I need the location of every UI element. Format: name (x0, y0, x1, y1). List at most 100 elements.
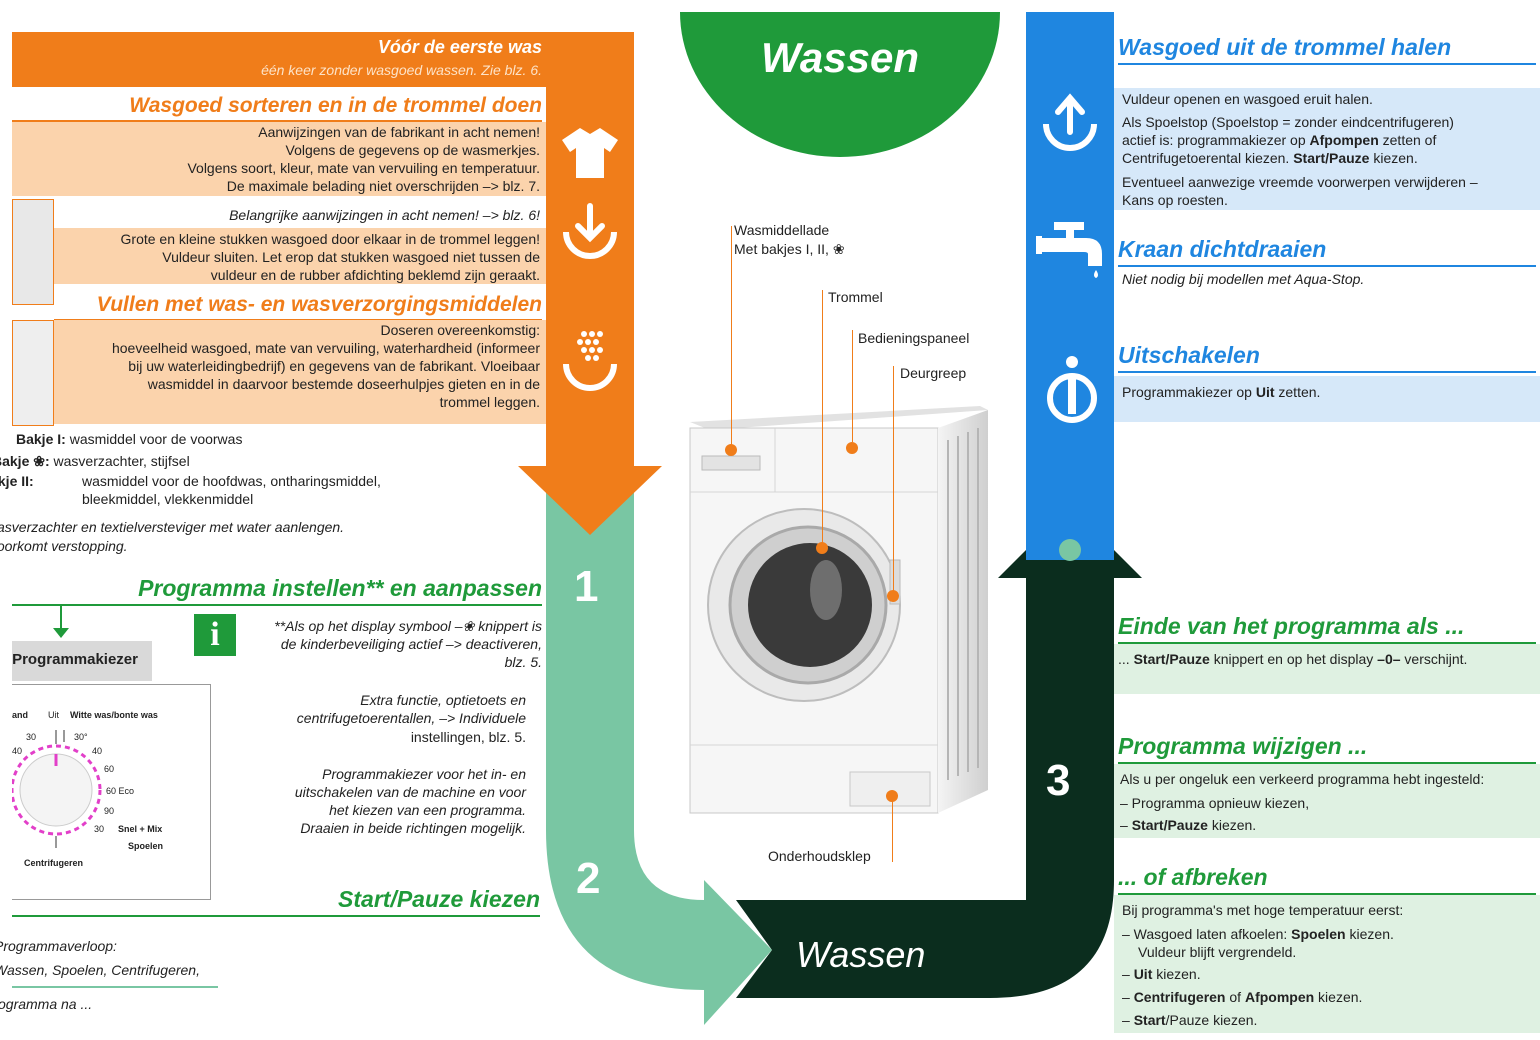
callout-drum: Trommel (828, 289, 883, 305)
remove-p2b-bold: Afpompen (1309, 132, 1379, 148)
callout-drawer: Wasmiddellade (734, 222, 830, 238)
compartment-1: Bakje I: wasmiddel voor de voorwas (16, 431, 242, 448)
download-arrow-icon (563, 203, 617, 259)
drawer-image (12, 320, 54, 426)
change-line-3-bold: Start/Pauze (1131, 817, 1208, 833)
compartment-2-label: Bakje ❀: (0, 453, 50, 469)
abort-line-1: Bij programma's met hoge temperatuur eer… (1122, 902, 1404, 918)
info-note-1: **Als op het display symbool –❀ knippert… (274, 618, 542, 634)
remove-p2b: actief is: programmakiezer op Afpompen z… (1122, 132, 1436, 149)
selector-label: Programmakiezer (12, 651, 138, 668)
extra-1: Extra functie, optietoets en (360, 692, 526, 708)
dial-40b: 40 (92, 746, 103, 756)
dial-40a: 40 (12, 746, 23, 756)
change-line-2: – Programma opnieuw kiezen, (1120, 795, 1310, 811)
wassen-bottom-label: Wassen (796, 934, 926, 975)
callout-handle-line (893, 366, 894, 594)
program-connector-head (53, 628, 69, 638)
sort-band (12, 122, 546, 196)
sort-note: Belangrijke aanwijzingen in acht nemen! … (229, 207, 540, 223)
info-note-2: de kinderbeveiliging actief –> deactiver… (280, 636, 542, 652)
abort-line-3: Vuldeur blijft vergrendeld. (1138, 944, 1297, 960)
abort-line-5-bold2: Afpompen (1244, 989, 1315, 1005)
dial-30b: 30° (74, 732, 88, 742)
compartment-3: Bakje II: (0, 473, 34, 490)
dial-spoelen: Spoelen (128, 841, 164, 851)
off-title: Uitschakelen (1118, 342, 1536, 373)
dial-60: 60 (104, 764, 115, 774)
abort-line-2-end: kiezen. (1345, 926, 1394, 942)
program-title: Programma instellen** en aanpassen (12, 575, 542, 606)
callout-handle: Deurgreep (900, 365, 967, 381)
dark-flow (736, 506, 1142, 998)
abort-line-5-bold: Centrifugeren (1133, 989, 1226, 1005)
off-text-bold: Uit (1255, 384, 1275, 400)
sort-line2-2: Vuldeur sluiten. Let erop dat stukken wa… (162, 249, 540, 265)
first-wash-text: één keer zonder wasgoed wassen. Zie blz.… (261, 62, 542, 78)
orange-header-band (12, 32, 634, 87)
step-number-3: 3 (1046, 756, 1071, 805)
abort-line-5: – Centrifugeren of Afpompen kiezen. (1122, 989, 1362, 1006)
orange-arrow-head (518, 466, 662, 535)
abort-title: ... of afbreken (1118, 864, 1536, 895)
callout-drawer-dot (725, 444, 737, 456)
dial-witte: Witte was/bonte was (70, 710, 158, 720)
tap-text: Niet nodig bij modellen met Aqua-Stop. (1122, 271, 1365, 287)
off-text-end: zetten. (1274, 384, 1321, 400)
wassen-top-title: Wassen (761, 34, 919, 81)
tap-icon (1036, 222, 1102, 278)
selector-desc-3: het kiezen van een programma. (329, 802, 526, 818)
end-text-pre: ... (1118, 651, 1134, 667)
washing-machine (689, 406, 988, 814)
dial-60eco: 60 Eco (106, 786, 135, 796)
start-line-1: Programmaverloop: (0, 938, 117, 954)
dial-uit: Uit (48, 710, 59, 720)
abort-line-6: – Start/Pauze kiezen. (1122, 1012, 1257, 1029)
sort-line-4: De maximale belading niet overschrijden … (226, 178, 540, 194)
indicator-dot (1059, 539, 1081, 561)
sort-line-2: Volgens de gegevens op de wasmerkjes. (285, 142, 541, 158)
end-text-bold: Start/Pauze (1133, 651, 1210, 667)
step-number-2: 2 (576, 854, 601, 903)
program-dial[interactable] (12, 700, 212, 880)
start-line-3: Programma na ... (0, 996, 93, 1012)
callout-panel-line (852, 330, 853, 442)
selector-label-box (12, 641, 152, 681)
orange-bar (546, 32, 634, 472)
remove-p2b-end: zetten of (1378, 132, 1437, 148)
callout-panel: Bedieningspaneel (858, 330, 970, 346)
off-text-main: Programmakiezer op (1122, 384, 1256, 400)
fill-line-4: wasmiddel in daarvoor bestemde doseerhul… (147, 376, 540, 392)
sort-line2-1: Grote en kleine stukken wasgoed door elk… (120, 231, 540, 247)
change-title: Programma wijzigen ... (1118, 733, 1536, 764)
dial-90: 90 (104, 806, 115, 816)
program-connector (60, 606, 62, 634)
abort-line-5-mid: of (1225, 989, 1245, 1005)
abort-line-6-end: /Pauze kiezen. (1165, 1012, 1258, 1028)
compartment-2: Bakje ❀: wasverzachter, stijfsel (0, 453, 190, 470)
end-text-mid: knippert en op het display (1209, 651, 1378, 667)
extra-3: instellingen, blz. 5. (410, 729, 526, 745)
remove-p3a: Eventueel aanwezige vreemde voorwerpen v… (1122, 174, 1478, 190)
abort-line-4: – Uit kiezen. (1122, 966, 1201, 983)
compartment-1-label: Bakje I: (16, 431, 66, 447)
sort-line-1: Aanwijzingen van de fabrikant in acht ne… (258, 124, 540, 140)
sort-band-2 (54, 228, 546, 284)
fill-band (54, 320, 546, 424)
power-icon (1047, 356, 1097, 423)
step-number-1: 1 (574, 562, 599, 611)
first-wash-title: Vóór de eerste was (377, 37, 542, 57)
fill-line-2: hoeveelheid wasgoed, mate van vervuiling… (111, 340, 540, 356)
sort-line-3: Volgens soort, kleur, mate van vervuilin… (187, 160, 540, 176)
dial-30a: 30 (26, 732, 37, 742)
compartment-note-2: Voorkomt verstopping. (0, 538, 128, 554)
callout-drum-dot (816, 542, 828, 554)
remove-p2b-text: actief is: programmakiezer op (1122, 132, 1310, 148)
callout-flap-dot (886, 790, 898, 802)
selector-desc-4: Draaien in beide richtingen mogelijk. (300, 820, 526, 836)
abort-line-5-end: kiezen. (1314, 989, 1363, 1005)
change-line-3: – Start/Pauze kiezen. (1120, 817, 1256, 834)
remove-title: Wasgoed uit de trommel halen (1118, 34, 1536, 65)
remove-band (1114, 88, 1540, 210)
abort-line-2-bold: Spoelen (1291, 926, 1346, 942)
